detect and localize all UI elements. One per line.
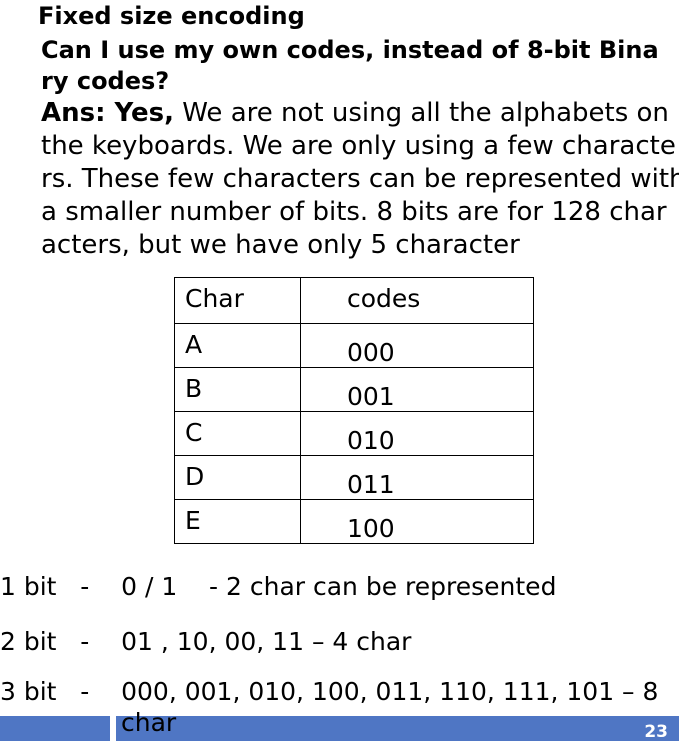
answer-line-4: a smaller number of bits. 8 bits are for… bbox=[41, 197, 667, 227]
table-row: E 100 bbox=[174, 499, 534, 544]
answer-line-2: the keyboards. We are only using a few c… bbox=[41, 130, 676, 163]
bit-line-3: 3 bit - 000, 001, 010, 100, 011, 110, 11… bbox=[0, 677, 659, 706]
table-row: C 010 bbox=[174, 411, 534, 456]
codes-table: Char codes A 000 B 001 C 010 D 011 E 100 bbox=[174, 277, 534, 544]
footer-divider bbox=[110, 716, 116, 741]
page-number: 23 bbox=[644, 722, 668, 742]
header-char: Char bbox=[174, 277, 301, 324]
code-cell: 010 bbox=[300, 411, 534, 456]
table-row: D 011 bbox=[174, 455, 534, 500]
answer-prefix: Ans: Yes, bbox=[41, 98, 174, 128]
bit-line-2: 2 bit - 01 , 10, 00, 11 – 4 char bbox=[0, 627, 412, 656]
question-line-2: ry codes? bbox=[41, 67, 170, 95]
slide-title: Fixed size encoding bbox=[38, 2, 305, 30]
table-header-row: Char codes bbox=[174, 277, 534, 324]
table-row: A 000 bbox=[174, 323, 534, 368]
footer-bar bbox=[0, 716, 679, 741]
header-codes: codes bbox=[300, 277, 534, 324]
answer-text-1: We are not using all the alphabets on bbox=[173, 98, 669, 128]
answer-line-1: Ans: Yes, We are not using all the alpha… bbox=[41, 97, 669, 130]
bit-line-4: char bbox=[121, 708, 177, 737]
char-cell: A bbox=[174, 323, 301, 368]
answer-line-5: acters, but we have only 5 character bbox=[41, 230, 520, 260]
answer-line-3: rs. These few characters can be represen… bbox=[41, 164, 679, 194]
char-cell: E bbox=[174, 499, 301, 544]
question-line-1: Can I use my own codes, instead of 8-bit… bbox=[41, 36, 659, 64]
answer-text-2a: the keyboards bbox=[41, 131, 227, 161]
char-cell: C bbox=[174, 411, 301, 456]
char-cell: D bbox=[174, 455, 301, 500]
bit-line-1: 1 bit - 0 / 1 - 2 char can be represente… bbox=[0, 572, 557, 601]
answer-text-2b: . We are only using a few characte bbox=[226, 131, 676, 161]
code-cell: 000 bbox=[300, 323, 534, 368]
code-cell: 001 bbox=[300, 367, 534, 412]
code-cell: 100 bbox=[300, 499, 534, 544]
char-cell: B bbox=[174, 367, 301, 412]
table-row: B 001 bbox=[174, 367, 534, 412]
code-cell: 011 bbox=[300, 455, 534, 500]
